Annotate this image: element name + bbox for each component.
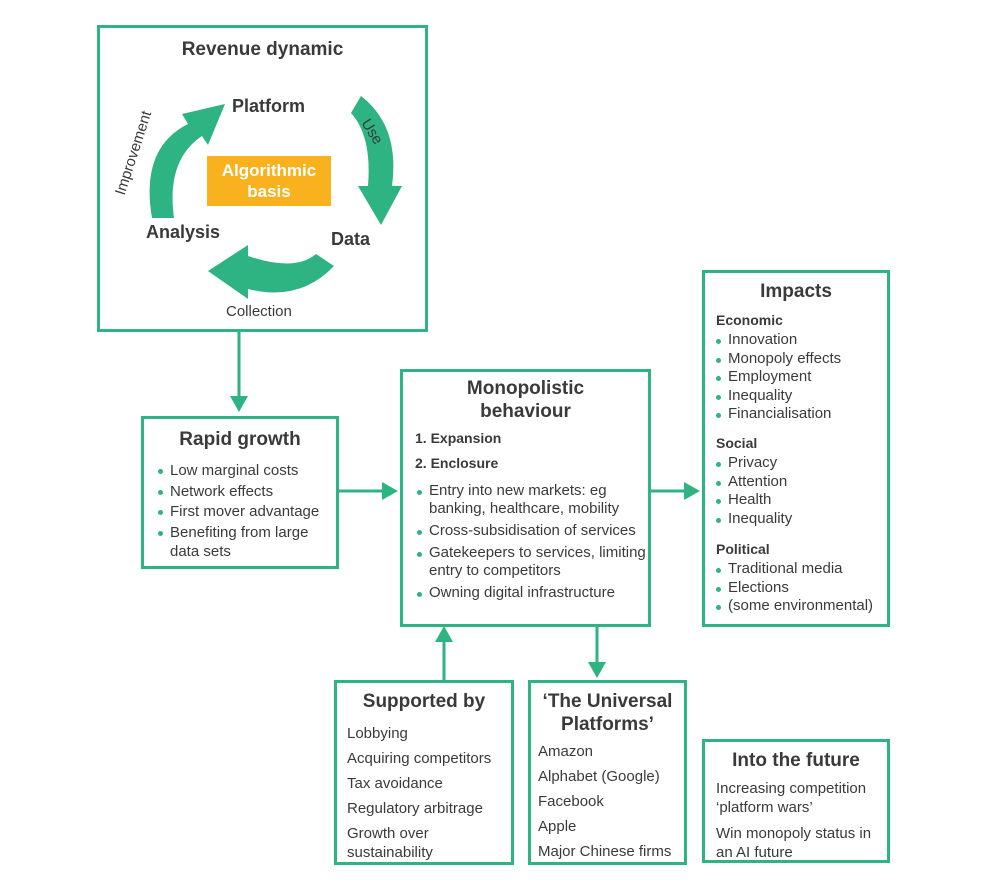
impacts-title: Impacts [760,281,832,302]
list-item: First mover advantage [156,502,336,523]
monopolistic-title: Monopolistic behaviour [466,378,585,422]
into-the-future-list: Increasing competition ‘platform wars’ W… [716,779,888,862]
algorithmic-basis-block: Algorithmic basis [207,156,331,206]
list-item: Entry into new markets: eg banking, heal… [415,482,647,518]
list-item: Increasing competition ‘platform wars’ [716,780,867,816]
use-arrow [351,96,402,225]
list-item: Low marginal costs [156,461,336,482]
universal-platforms-title: ‘The Universal Platforms’ [542,691,673,735]
list-item: Benefiting from large data sets [156,523,336,561]
list-item: Network effects [156,482,336,503]
list-item: Acquiring competitors [347,750,492,767]
list-item: Innovation [714,331,886,350]
supported-by-title: Supported by [362,691,486,712]
list-item: Cross-subsidisation of services [415,522,647,540]
list-item: Growth over sustainability [347,825,433,861]
social-list: Privacy Attention Health Inequality [714,454,886,528]
list-item: Gatekeepers to services, limiting entry … [415,544,647,580]
algorithmic-label: Algorithmic [221,161,317,180]
social-heading: Social [716,435,758,451]
list-item: Inequality [714,510,886,529]
list-item: Apple [538,818,577,835]
improvement-arrow [149,104,225,218]
monopolistic-list: Entry into new markets: eg banking, heal… [415,482,647,602]
list-item: Traditional media [714,560,890,579]
analysis-label: Analysis [146,222,221,242]
universal-platforms-list: Amazon Alphabet (Google) Facebook Apple … [538,742,688,861]
collection-arrow [208,245,334,299]
rapid-growth-title: Rapid growth [179,429,301,450]
supported-by-box: Supported by Lobbying Acquiring competit… [334,680,514,865]
into-the-future-box: Into the future Increasing competition ‘… [702,739,890,863]
rapid-growth-box: Rapid growth Low marginal costs Network … [141,416,339,569]
economic-list: Innovation Monopoly effects Employment I… [714,331,886,424]
political-list: Traditional media Elections (some enviro… [714,560,890,616]
data-label: Data [331,229,371,249]
impacts-box: Impacts Economic Innovation Monopoly eff… [702,270,890,627]
list-item: Regulatory arbitrage [347,800,483,817]
into-the-future-title: Into the future [732,750,860,771]
universal-platforms-box: ‘The Universal Platforms’ Amazon Alphabe… [528,680,687,865]
supported-by-list: Lobbying Acquiring competitors Tax avoid… [347,724,512,862]
expansion-step: 1. Expansion [415,430,502,446]
platform-label: Platform [232,96,306,116]
list-item: Amazon [538,743,594,760]
enclosure-step: 2. Enclosure [415,455,499,471]
political-heading: Political [716,541,770,557]
basis-label: basis [247,182,291,201]
list-item: Inequality [714,387,886,406]
list-item: (some environmental) [714,597,890,616]
list-item: Facebook [538,793,604,810]
list-item: Major Chinese firms [538,843,672,860]
list-item: Financialisation [714,405,886,424]
list-item: Elections [714,579,890,598]
list-item: Health [714,491,886,510]
list-item: Tax avoidance [347,775,443,792]
revenue-dynamic-title: Revenue dynamic [181,39,344,60]
list-item: Privacy [714,454,886,473]
list-item: Win monopoly status in an AI future [716,825,872,861]
list-item: Owning digital infrastructure [415,584,647,602]
list-item: Alphabet (Google) [538,768,660,785]
economic-heading: Economic [716,312,783,328]
list-item: Attention [714,473,886,492]
list-item: Lobbying [347,725,408,742]
rapid-growth-list: Low marginal costs Network effects First… [156,461,336,561]
collection-label: Collection [226,303,292,320]
list-item: Employment [714,368,886,387]
list-item: Monopoly effects [714,350,886,369]
monopolistic-behaviour-box: Monopolistic behaviour 1. Expansion 2. E… [400,369,651,627]
